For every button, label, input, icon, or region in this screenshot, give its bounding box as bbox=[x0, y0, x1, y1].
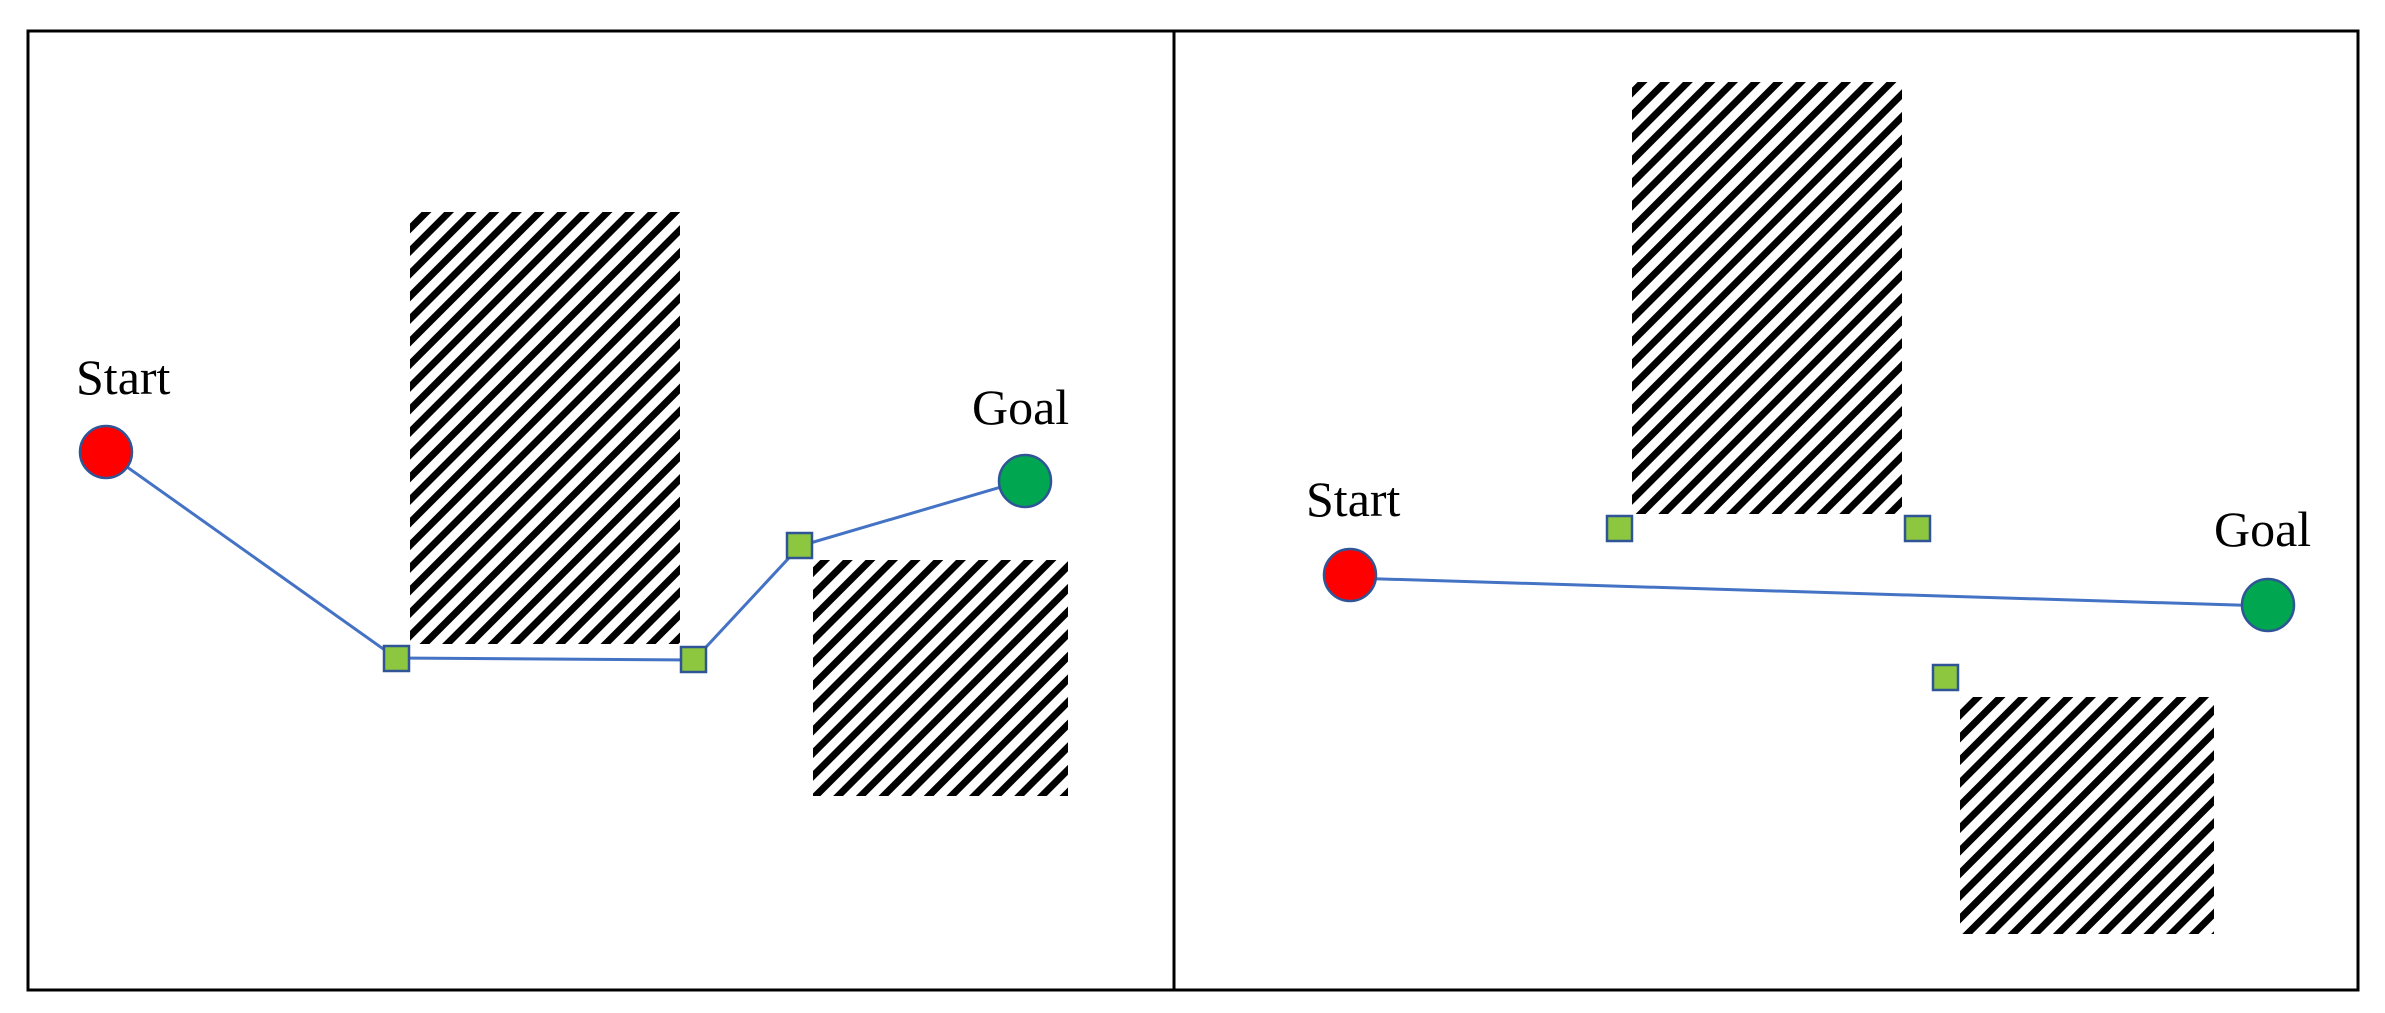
obstacle-square bbox=[1960, 697, 2214, 934]
goal-node bbox=[997, 453, 1053, 509]
obstacle-square bbox=[813, 560, 1068, 796]
figure-frame bbox=[26, 29, 2360, 992]
waypoint-2 bbox=[1903, 514, 1932, 543]
panel-left: Start Goal bbox=[76, 212, 1069, 796]
obstacle-tall bbox=[410, 212, 680, 644]
waypoint-3 bbox=[785, 531, 814, 560]
waypoint-2 bbox=[679, 645, 708, 674]
waypoint-1 bbox=[1605, 514, 1634, 543]
panel-right: Start Goal bbox=[1306, 82, 2311, 934]
start-label: Start bbox=[1306, 471, 1401, 527]
obstacle-tall bbox=[1632, 82, 1902, 514]
planned-path bbox=[1349, 576, 2269, 608]
goal-label: Goal bbox=[2214, 501, 2311, 557]
waypoint-1 bbox=[382, 644, 411, 673]
start-node bbox=[78, 424, 134, 480]
start-node bbox=[1322, 547, 1378, 603]
start-label: Start bbox=[76, 349, 171, 405]
goal-node bbox=[2240, 577, 2296, 633]
waypoint-3 bbox=[1931, 663, 1960, 692]
goal-label: Goal bbox=[972, 379, 1069, 435]
